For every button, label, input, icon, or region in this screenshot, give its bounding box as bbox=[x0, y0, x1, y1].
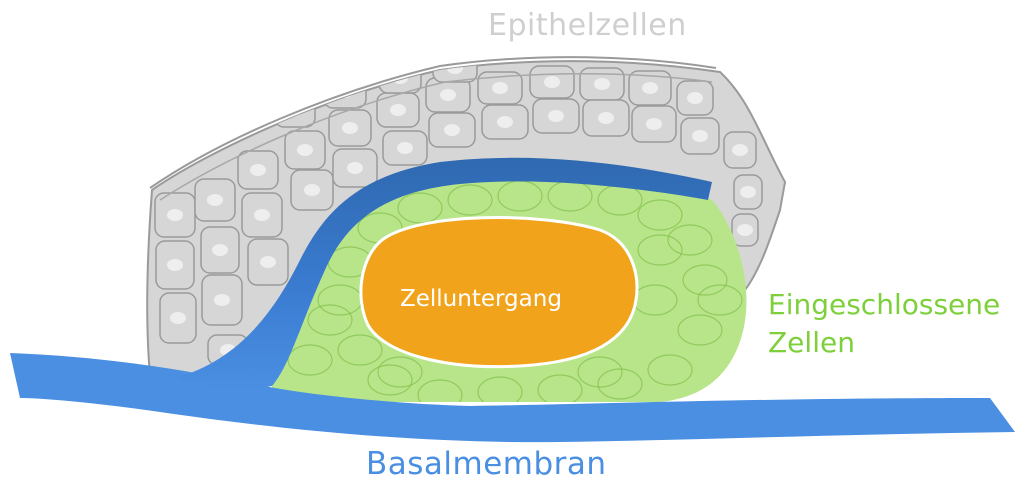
cell-nucleus bbox=[740, 186, 756, 198]
cell-nucleus bbox=[692, 130, 708, 142]
enclosed-cells-label-line2: Zellen bbox=[768, 324, 1000, 362]
cell-nucleus bbox=[212, 244, 228, 256]
cell-nucleus bbox=[170, 312, 186, 324]
cell-nucleus bbox=[342, 122, 358, 134]
enclosed-cells-label: Eingeschlossene Zellen bbox=[768, 286, 1000, 362]
enclosed-cells-label-line1: Eingeschlossene bbox=[768, 286, 1000, 324]
cell-nucleus bbox=[646, 118, 662, 130]
cell-nucleus bbox=[444, 124, 460, 136]
cell-nucleus bbox=[642, 82, 658, 94]
cell-nucleus bbox=[497, 116, 513, 128]
cell-nucleus bbox=[254, 209, 270, 221]
cell-nucleus bbox=[492, 82, 508, 94]
cell-nucleus bbox=[598, 112, 614, 124]
cell-nucleus bbox=[732, 144, 748, 156]
cell-nucleus bbox=[390, 104, 406, 116]
cell-nucleus bbox=[687, 92, 703, 104]
cell-nucleus bbox=[260, 256, 276, 268]
cell-nucleus bbox=[167, 259, 183, 271]
cell-nucleus bbox=[207, 194, 223, 206]
cell-nucleus bbox=[214, 294, 230, 306]
epithelial-cells-label: Epithelzellen bbox=[488, 8, 687, 43]
cell-nucleus bbox=[297, 144, 313, 156]
cell-nucleus bbox=[544, 76, 560, 88]
basement-membrane-label: Basalmembran bbox=[366, 446, 607, 482]
cell-nucleus bbox=[548, 110, 564, 122]
cell-death-label: Zelluntergang bbox=[400, 286, 562, 312]
cell-nucleus bbox=[594, 78, 610, 90]
cell-nucleus bbox=[737, 224, 753, 236]
epithelial-cell bbox=[379, 63, 421, 93]
cell-nucleus bbox=[397, 142, 413, 154]
cell-nucleus bbox=[304, 184, 320, 196]
cell-nucleus bbox=[167, 209, 183, 221]
cell-nucleus bbox=[347, 162, 363, 174]
cell-nucleus bbox=[250, 164, 266, 176]
cell-nucleus bbox=[440, 89, 456, 101]
